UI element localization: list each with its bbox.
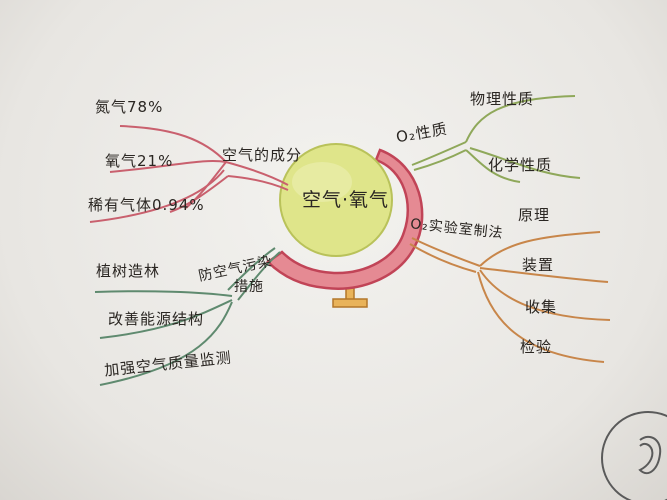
stamp-seal: [601, 411, 667, 500]
globe-ring: [266, 148, 424, 290]
leaf-apparatus: 装置: [522, 256, 555, 274]
leaf-physical-properties: 物理性质: [470, 90, 535, 108]
leaf-oxygen: 氧气21%: [105, 152, 174, 170]
leaf-afforestation: 植树造林: [96, 262, 161, 280]
branch-o2-lab-preparation: [409, 231, 611, 363]
leaf-nitrogen: 氮气78%: [95, 98, 164, 116]
branch-o2-properties: [411, 95, 581, 183]
hub-pollution-prevention-line2: 措施: [234, 279, 264, 295]
branch-pollution-prevention: [94, 247, 281, 386]
leaf-chemical-properties: 化学性质: [488, 156, 553, 174]
leaf-rare-gas: 稀有气体0.94%: [88, 196, 205, 214]
branch-air-composition: [89, 125, 289, 223]
hub-air-composition: 空气的成分: [222, 146, 303, 164]
leaf-principle: 原理: [518, 206, 551, 224]
center-topic: 空气·氧气: [302, 189, 390, 211]
leaf-energy-structure: 改善能源结构: [108, 310, 205, 328]
leaf-testing: 检验: [520, 338, 553, 356]
leaf-collection: 收集: [525, 298, 558, 316]
